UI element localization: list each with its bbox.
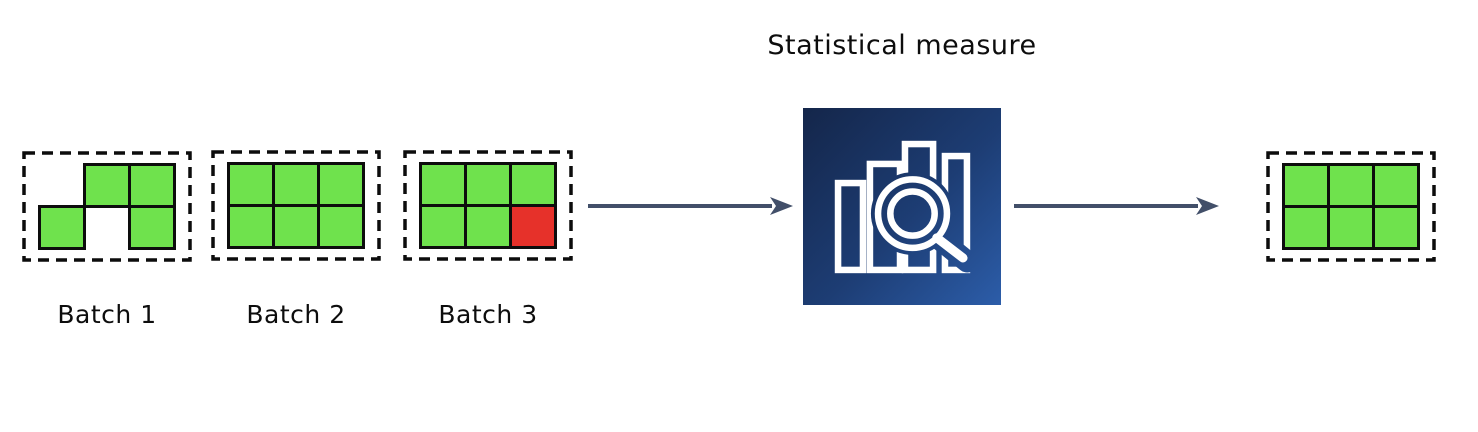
grid-cell-green	[1327, 205, 1375, 250]
grid-cell-green	[464, 162, 512, 207]
batch-3-grid	[419, 162, 557, 249]
grid-cell-green	[272, 162, 320, 207]
dashed-border	[1266, 151, 1436, 262]
grid-cell-green	[128, 163, 176, 208]
grid-cell-green	[1282, 205, 1330, 250]
magnifier-icon	[874, 176, 968, 263]
batch-1-grid	[38, 163, 176, 250]
grid-cell-green	[317, 162, 365, 207]
grid-cell-green	[1372, 205, 1420, 250]
grid-cell-green	[38, 205, 86, 250]
batch-2-grid	[227, 162, 365, 249]
grid-cell-green	[419, 204, 467, 249]
batch-1-frame	[22, 151, 192, 262]
batch-2-frame	[211, 150, 381, 261]
grid-cell-green	[227, 204, 275, 249]
batch-2-label: Batch 2	[246, 300, 346, 329]
batch-3-label: Batch 3	[438, 300, 538, 329]
dashed-border	[403, 150, 573, 261]
grid-cell-red	[509, 204, 557, 249]
batch-3-frame	[403, 150, 573, 261]
output-flow-arrow	[1014, 197, 1219, 215]
input-flow-arrow	[588, 197, 793, 215]
grid-cell-green	[509, 162, 557, 207]
grid-cell-green	[128, 205, 176, 250]
dashed-border	[22, 151, 192, 262]
grid-cell-green	[1372, 163, 1420, 208]
statistical-measure-icon	[803, 108, 1001, 305]
grid-cell-green	[272, 204, 320, 249]
batch-1-label: Batch 1	[57, 300, 157, 329]
grid-cell-green	[1327, 163, 1375, 208]
grid-cell-green	[419, 162, 467, 207]
grid-cell-green	[317, 204, 365, 249]
grid-cell-green	[464, 204, 512, 249]
statistical-measure-title: Statistical measure	[767, 30, 1037, 61]
grid-cell-green	[83, 163, 131, 208]
output-frame	[1266, 151, 1436, 262]
grid-cell-green	[1282, 163, 1330, 208]
output-grid	[1282, 163, 1420, 250]
dashed-border	[211, 150, 381, 261]
grid-cell-green	[227, 162, 275, 207]
